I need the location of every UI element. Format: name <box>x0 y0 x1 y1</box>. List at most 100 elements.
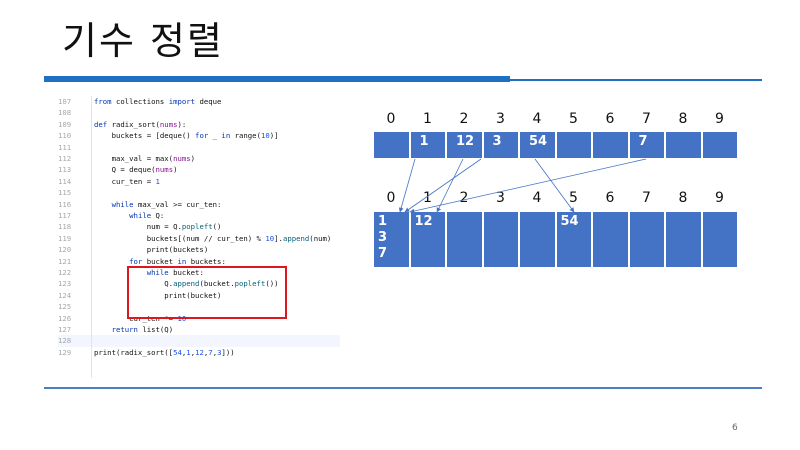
top-bucket-cell: 7 <box>628 131 665 159</box>
top-bucket-cell: 3 <box>482 131 519 159</box>
code-line[interactable]: 127 return list(Q) <box>58 324 340 335</box>
bucket-arrow <box>534 158 575 213</box>
code-text: for bucket in buckets: <box>129 256 226 266</box>
cell-value: 12 <box>456 134 475 149</box>
code-line[interactable]: 122 while bucket: <box>58 267 340 278</box>
top-index-label: 5 <box>569 111 578 127</box>
line-number: 115 <box>58 188 72 198</box>
bottom-bucket-cell: 12 <box>409 211 446 268</box>
code-text: while max_val >= cur_ten: <box>111 199 222 209</box>
line-number: 126 <box>58 313 72 323</box>
code-line[interactable]: 123 Q.append(bucket.popleft()) <box>58 278 340 289</box>
bottom-bucket-cell <box>592 211 629 268</box>
line-number: 124 <box>58 290 72 300</box>
line-number: 118 <box>58 222 72 232</box>
line-number: 117 <box>58 211 72 220</box>
top-bucket-cell: 54 <box>519 131 556 159</box>
line-number: 112 <box>58 154 72 163</box>
bucket-arrow <box>436 158 464 213</box>
code-line[interactable]: 121 for bucket in buckets: <box>58 256 340 267</box>
top-index-label: 3 <box>496 111 505 127</box>
bottom-index-label: 6 <box>605 190 615 206</box>
line-number: 122 <box>58 268 72 277</box>
bottom-index-label: 1 <box>423 190 432 206</box>
bottom-index-label: 5 <box>569 190 578 206</box>
bottom-bucket-cell: 54 <box>555 211 592 268</box>
code-indent-guide <box>91 96 92 378</box>
bottom-index-label: 7 <box>642 190 651 206</box>
code-line[interactable]: 124 print(bucket) <box>58 290 340 301</box>
code-line[interactable]: 125 <box>58 301 340 312</box>
line-number: 111 <box>58 142 72 152</box>
cell-value: 3 <box>378 230 388 245</box>
bottom-index-label: 2 <box>459 190 469 206</box>
code-text: buckets[(num // cur_ten) % 10].append(nu… <box>94 233 332 243</box>
top-bucket-cell <box>555 131 592 159</box>
code-line[interactable]: 110 buckets = [deque() for _ in range(10… <box>58 130 340 141</box>
code-text: buckets = [deque() for _ in range(10)] <box>94 131 279 141</box>
code-text: def radix_sort(nums): <box>94 119 187 129</box>
bottom-bucket-cell <box>519 211 556 268</box>
line-number: 110 <box>58 131 72 141</box>
top-index-label: 7 <box>642 111 651 127</box>
code-line[interactable]: 116 while max_val >= cur_ten: <box>58 199 340 210</box>
highlight-box <box>127 266 287 319</box>
code-line[interactable]: 117 while Q: <box>58 210 340 221</box>
cell-value: 3 <box>492 134 502 149</box>
bottom-bucket-cell <box>701 211 738 268</box>
title-rule-thin <box>510 79 762 81</box>
bottom-index-label: 4 <box>532 190 542 206</box>
code-line[interactable]: 120 print(buckets) <box>58 244 340 255</box>
code-line[interactable]: 112 max_val = max(nums) <box>58 153 340 164</box>
code-line[interactable]: 111 <box>58 142 340 153</box>
top-bucket-cell <box>592 131 629 159</box>
code-line[interactable]: 115 <box>58 187 340 198</box>
bottom-index-label: 8 <box>678 190 688 206</box>
code-text: max_val = max(nums) <box>94 154 196 163</box>
code-line[interactable]: 118 num = Q.popleft() <box>58 221 340 232</box>
top-index-label: 1 <box>423 111 432 127</box>
top-bucket-cell <box>665 131 702 159</box>
code-line[interactable]: 108 <box>58 107 340 118</box>
code-line[interactable]: 128 <box>58 335 340 347</box>
line-number: 108 <box>58 108 72 118</box>
line-number: 127 <box>58 325 72 334</box>
top-index-label: 9 <box>715 111 724 127</box>
code-text: num = Q.popleft() <box>94 222 222 232</box>
cell-value: 1 <box>419 134 429 149</box>
code-text: cur_ten = 1 <box>94 176 160 186</box>
code-line[interactable]: 114 cur_ten = 1 <box>58 176 340 187</box>
top-index-label: 6 <box>605 111 615 127</box>
line-number: 113 <box>58 165 72 175</box>
bottom-bucket-cell <box>628 211 665 268</box>
code-text: while Q: <box>129 211 165 220</box>
top-index-label: 2 <box>459 111 469 127</box>
line-number: 109 <box>58 119 72 129</box>
top-index-label: 0 <box>386 111 396 127</box>
code-line[interactable]: 113 Q = deque(nums) <box>58 164 340 175</box>
code-text: from collections import deque <box>94 97 222 106</box>
slide-title: 기수 정렬 <box>62 19 224 63</box>
line-number: 119 <box>58 233 72 243</box>
code-text: Q = deque(nums) <box>94 165 178 175</box>
code-line[interactable]: 109 def radix_sort(nums): <box>58 119 340 130</box>
line-number: 120 <box>58 245 72 255</box>
cell-value: 1 <box>378 214 388 229</box>
bottom-index-label: 3 <box>496 190 505 206</box>
code-line[interactable]: 119 buckets[(num // cur_ten) % 10].appen… <box>58 233 340 244</box>
cell-value: 7 <box>638 134 648 149</box>
top-index-label: 4 <box>532 111 542 127</box>
line-number: 121 <box>58 256 72 266</box>
cell-value: 54 <box>560 214 579 229</box>
top-index-label: 8 <box>678 111 688 127</box>
page-number: 6 <box>732 423 738 433</box>
code-text: return list(Q) <box>111 325 174 334</box>
top-bucket-cell <box>373 131 410 159</box>
bottom-bucket-cell <box>665 211 702 268</box>
top-bucket-cell: 1 <box>409 131 446 159</box>
